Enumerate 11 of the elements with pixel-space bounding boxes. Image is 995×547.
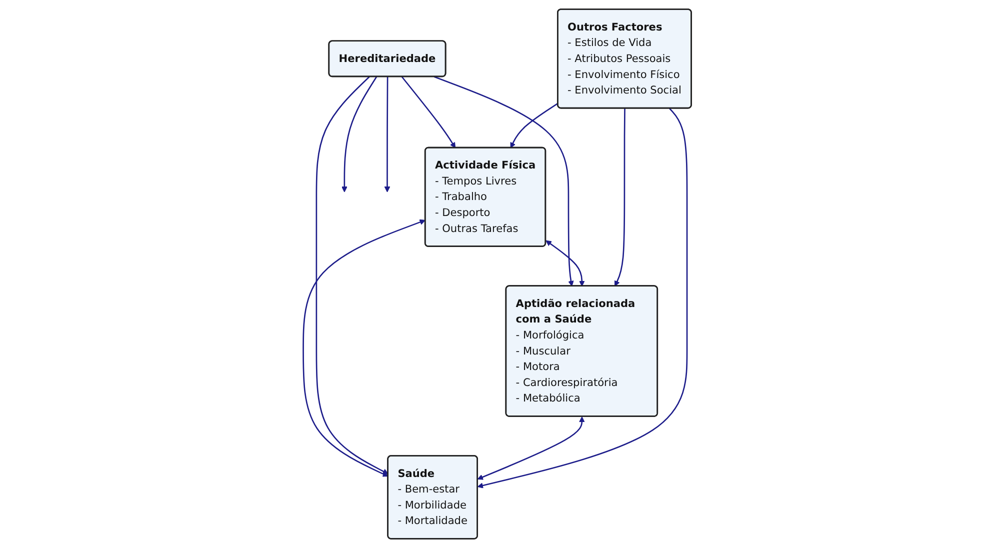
arrow <box>302 218 426 476</box>
arrow <box>510 102 559 148</box>
arrow <box>434 76 574 286</box>
arrow <box>478 107 688 488</box>
arrow <box>614 108 626 286</box>
arrow <box>342 76 378 192</box>
arrow <box>546 240 586 286</box>
arrow <box>316 76 389 474</box>
arrow <box>402 76 456 148</box>
arrow <box>384 76 390 192</box>
arrow <box>478 416 586 480</box>
